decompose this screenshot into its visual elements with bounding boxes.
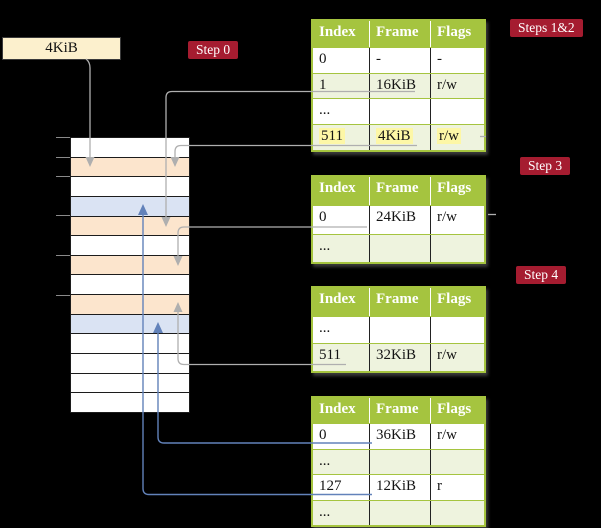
table-cell: 0 <box>319 50 327 67</box>
memory-frame-cell-white <box>71 176 189 196</box>
table-cell: 511 <box>319 347 341 364</box>
table-row: 511 4KiB r/w <box>313 124 484 150</box>
memory-frame-cell-white <box>71 235 189 255</box>
steps-1-2-badge: Steps 1&2 <box>510 19 583 37</box>
table-cell: 4KiB <box>369 125 430 150</box>
memory-tick <box>56 215 70 216</box>
highlighted-value: r/w <box>437 128 461 145</box>
memory-frame-cell-orange <box>71 254 189 275</box>
step3-badge: Step 3 <box>520 157 571 175</box>
memory-frame-cell-white <box>71 353 189 373</box>
table-cell <box>430 316 484 344</box>
table-cell: ... <box>319 237 331 254</box>
table-cell <box>369 234 430 262</box>
table-cell <box>430 449 484 475</box>
column-header: Flags <box>430 177 484 206</box>
column-header: Flags <box>430 21 484 47</box>
column-header: Index <box>319 401 356 417</box>
table-cell: 32KiB <box>369 344 430 372</box>
memory-frame-cell-blue <box>71 313 189 334</box>
memory-tick <box>56 295 70 296</box>
column-header: Frame <box>369 398 430 424</box>
table-cell: - <box>369 47 430 73</box>
table-cell <box>369 449 430 475</box>
column-header: Flags <box>430 398 484 424</box>
memory-tick <box>56 137 70 138</box>
column-header: Frame <box>369 21 430 47</box>
memory-tick <box>56 255 70 256</box>
memory-frame-cell-white <box>71 333 189 354</box>
column-header: Frame <box>369 288 430 316</box>
table-cell: r/w <box>430 344 484 372</box>
table-row: ... <box>313 233 484 262</box>
table-cell: r/w <box>430 125 484 150</box>
table-cell: ... <box>319 452 331 469</box>
table-cell: 12KiB <box>369 475 430 500</box>
column-header: Index <box>319 291 356 307</box>
table-cell: 24KiB <box>369 206 430 234</box>
table-cell: 0 <box>319 209 327 226</box>
memory-tick <box>56 157 70 158</box>
column-header: Frame <box>369 177 430 206</box>
table-cell <box>430 234 484 262</box>
memory-frame-cell-white <box>71 274 189 295</box>
frame-size-label: 4KiB <box>45 40 78 56</box>
frame-size-box: 4KiB <box>2 37 121 60</box>
table-cell: r/w <box>430 424 484 449</box>
table-cell: 511 <box>313 125 369 150</box>
memory-tick <box>56 176 70 177</box>
table-cell: r/w <box>430 206 484 234</box>
table-cell <box>369 500 430 525</box>
table-row: ... <box>313 499 484 525</box>
table-cell: 0 <box>319 427 327 444</box>
table-cell <box>369 99 430 125</box>
memory-frame-cell-white <box>71 392 189 412</box>
highlighted-value: 511 <box>319 128 345 145</box>
memory-frame-cell-blue <box>71 195 189 216</box>
column-header: Index <box>319 24 356 40</box>
column-header: Index <box>319 180 356 196</box>
table-cell: 36KiB <box>369 424 430 449</box>
table-cell <box>369 316 430 344</box>
step4-badge: Step 4 <box>516 266 567 284</box>
physical-memory-column <box>70 137 190 413</box>
table-cell: 16KiB <box>369 73 430 99</box>
memory-frame-cell-white <box>71 372 189 393</box>
table-cell: 127 <box>319 478 342 495</box>
table-cell: r <box>430 475 484 500</box>
table-cell: ... <box>319 503 331 520</box>
step0-badge: Step 0 <box>188 41 239 59</box>
table-cell: r/w <box>430 73 484 99</box>
table-cell: - <box>430 47 484 73</box>
highlighted-value: 4KiB <box>376 128 413 145</box>
table-cell <box>430 500 484 525</box>
memory-frame-cell-white <box>71 138 189 157</box>
column-header: Flags <box>430 288 484 316</box>
table-row: ... <box>313 315 484 344</box>
table-cell: ... <box>319 319 331 336</box>
table-row: ... <box>313 448 484 475</box>
memory-frame-cell-orange <box>71 156 189 177</box>
table-row: ... <box>313 98 484 125</box>
memory-frame-cell-orange <box>71 215 189 236</box>
table-cell: 1 <box>319 76 327 93</box>
table-cell: ... <box>319 102 331 119</box>
table-cell <box>430 99 484 125</box>
table-row: 0 -- <box>313 46 484 73</box>
memory-frame-cell-orange <box>71 294 189 314</box>
